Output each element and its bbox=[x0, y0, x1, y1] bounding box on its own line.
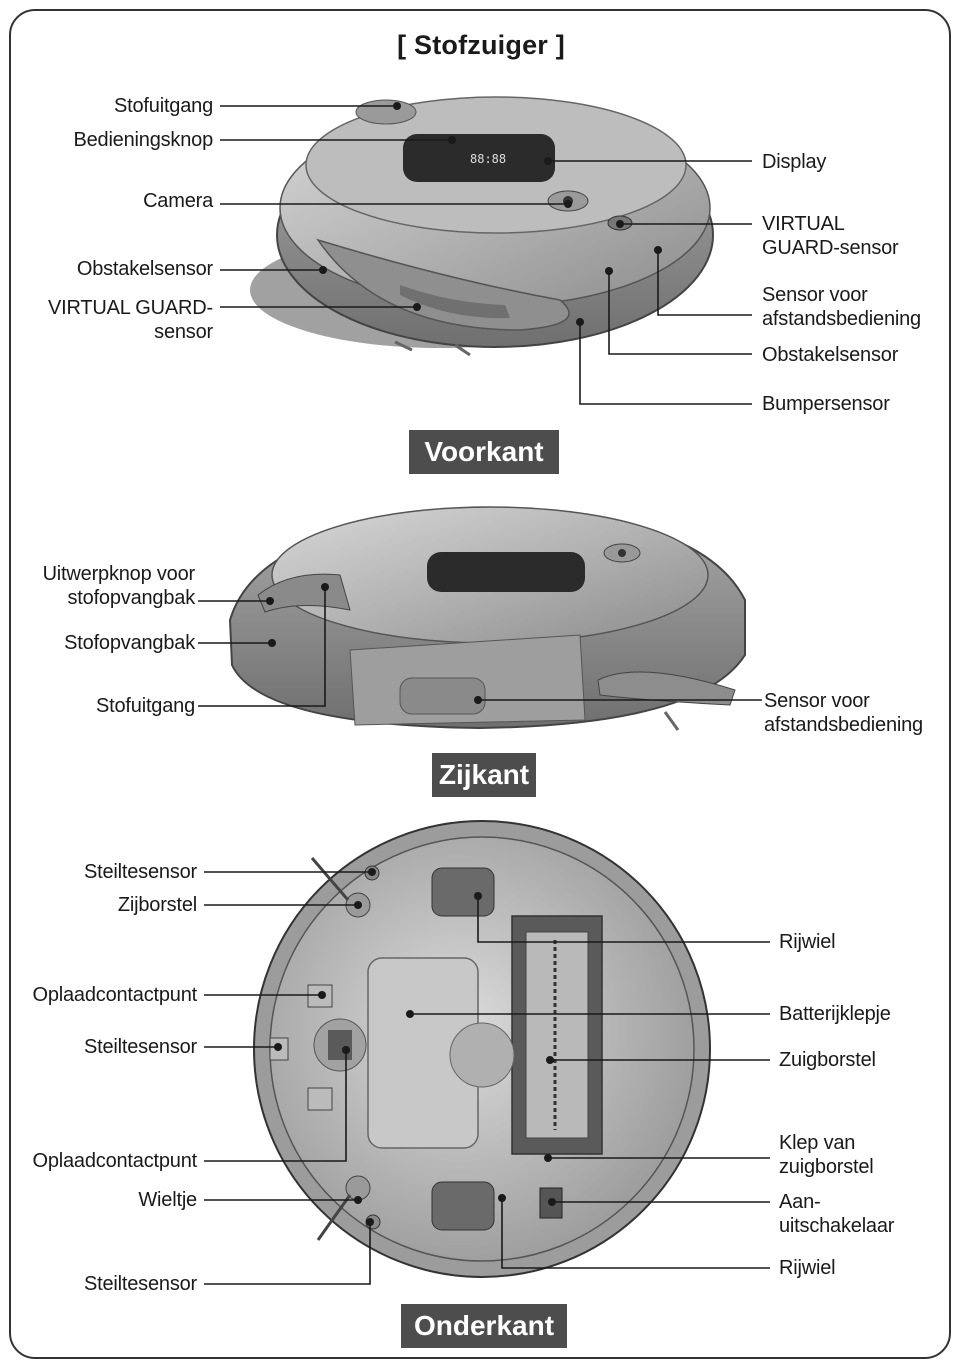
label-front-obstakelsensor: Obstakelsensor bbox=[76, 258, 213, 280]
label-bottom-steiltesensor-1: Steiltesensor bbox=[83, 861, 197, 883]
section-label-side: Zijkant bbox=[432, 753, 536, 797]
label-bottom-zuigborstel: Zuigborstel bbox=[779, 1049, 876, 1071]
robot-side-view bbox=[228, 506, 746, 731]
label-side-stofuitgang: Stofuitgang bbox=[96, 695, 195, 717]
label-bottom-oplaadcontactpunt-2: Oplaadcontactpunt bbox=[32, 1150, 197, 1172]
label-bottom-oplaadcontactpunt-1: Oplaadcontactpunt bbox=[32, 984, 197, 1006]
label-bottom-batterijklepje: Batterijklepje bbox=[779, 1003, 891, 1025]
label-front-bedieningsknop: Bedieningsknop bbox=[73, 129, 213, 151]
svg-text:88:88: 88:88 bbox=[470, 152, 506, 166]
leader-dots bbox=[266, 102, 662, 1226]
label-front-virtual-guard-sensor: VIRTUAL GUARD-sensor bbox=[47, 297, 213, 343]
diagram-title: [ Stofzuiger ] bbox=[397, 30, 565, 60]
label-front-camera: Camera bbox=[143, 190, 213, 212]
robot-front-view: 88:88 bbox=[250, 96, 714, 357]
section-label-bottom: Onderkant bbox=[401, 1304, 567, 1348]
label-front-bumpersensor: Bumpersensor bbox=[762, 393, 890, 415]
label-front-stofuitgang: Stofuitgang bbox=[114, 95, 213, 117]
label-bottom-steiltesensor-2: Steiltesensor bbox=[83, 1036, 197, 1058]
leader-lines bbox=[198, 105, 770, 1285]
label-bottom-steiltesensor-3: Steiltesensor bbox=[83, 1273, 197, 1295]
label-bottom-aan-uitschakelaar: Aan-uitschakelaar bbox=[779, 1191, 895, 1237]
label-front-display: Display bbox=[762, 151, 827, 173]
label-bottom-rijwiel-1: Rijwiel bbox=[779, 931, 836, 953]
label-bottom-zijborstel: Zijborstel bbox=[117, 894, 197, 916]
label-bottom-wieltje: Wieltje bbox=[138, 1189, 197, 1211]
label-bottom-rijwiel-2: Rijwiel bbox=[779, 1257, 836, 1279]
label-front-obstakelsensor-right: Obstakelsensor bbox=[762, 344, 899, 366]
section-label-front: Voorkant bbox=[409, 430, 559, 474]
label-side-stofopvangbak: Stofopvangbak bbox=[64, 632, 195, 654]
robot-bottom-view bbox=[253, 820, 711, 1278]
